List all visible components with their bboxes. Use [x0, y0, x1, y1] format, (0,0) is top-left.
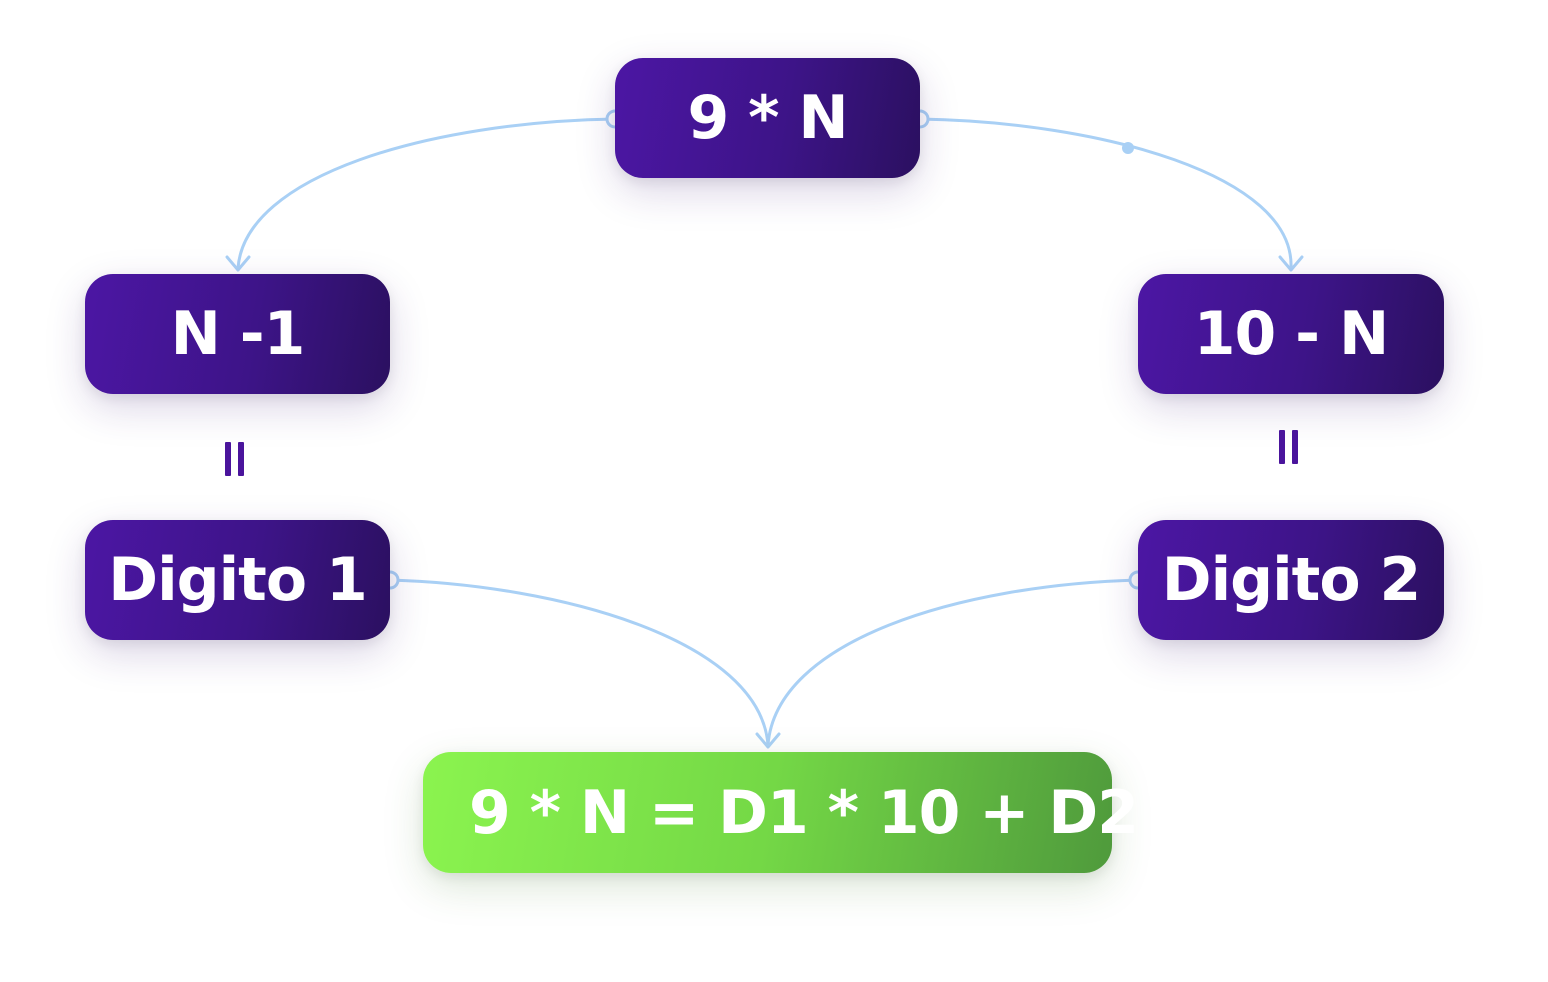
connector-digit1-to-result — [388, 578, 770, 747]
equals-right-icon — [1270, 430, 1310, 470]
node-n-minus-one-label: N -1 — [170, 299, 306, 369]
connector-top-to-right — [918, 117, 1293, 270]
arrowhead-left-icon — [225, 255, 251, 272]
arrowhead-result-icon — [755, 732, 781, 749]
equals-left-icon — [216, 442, 256, 482]
node-result-formula: 9 * N = D1 * 10 + D2 — [423, 752, 1139, 873]
node-nine-times-n: 9 * N — [615, 58, 920, 178]
node-ten-minus-n: 10 - N — [1138, 274, 1444, 394]
node-ten-minus-n-label: 10 - N — [1193, 299, 1389, 369]
node-n-minus-one: N -1 — [85, 274, 390, 394]
connector-midpoint-icon — [1122, 142, 1134, 154]
connector-top-to-left — [236, 117, 617, 270]
node-result-formula-label: 9 * N = D1 * 10 + D2 — [469, 777, 1139, 848]
connector-digit2-to-result — [766, 578, 1140, 747]
node-digito-2: Digito 2 — [1138, 520, 1444, 640]
node-nine-times-n-label: 9 * N — [687, 83, 848, 153]
arrowhead-right-icon — [1278, 255, 1304, 272]
node-digito-2-label: Digito 2 — [1161, 545, 1421, 615]
node-digito-1: Digito 1 — [85, 520, 390, 640]
node-digito-1-label: Digito 1 — [108, 545, 367, 615]
